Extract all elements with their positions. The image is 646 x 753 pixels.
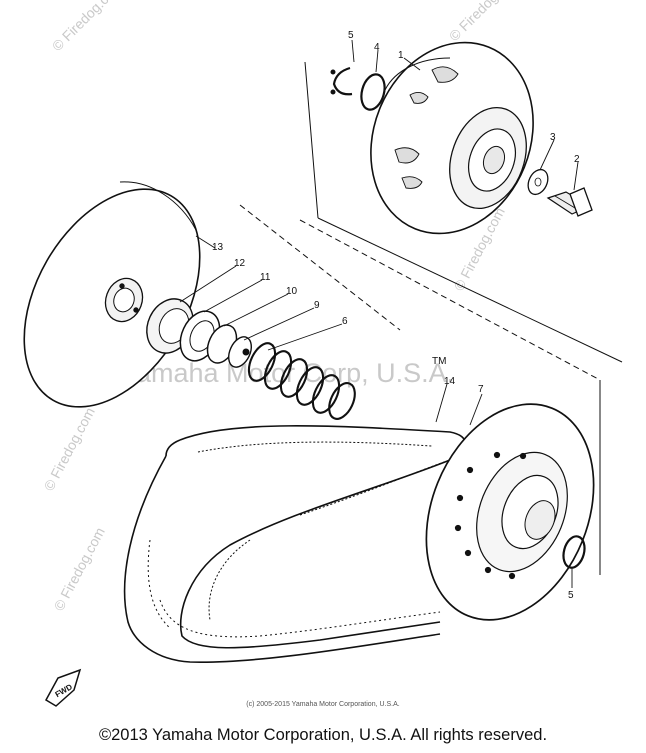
- callout-10: 10: [286, 286, 298, 297]
- movable-sheave-part-13: [23, 181, 201, 408]
- callout-7: 7: [478, 384, 484, 395]
- watermark-left-mid: © Firedog.com: [41, 405, 98, 494]
- circlip-part-5-bottom: [562, 535, 586, 569]
- drive-belt-part-14: [123, 425, 466, 663]
- callout-3: 3: [550, 132, 556, 143]
- small-copyright: (c) 2005-2015 Yamaha Motor Corporation, …: [246, 701, 400, 708]
- explode-lines: [239, 61, 623, 575]
- circlip-part-5-top: [330, 66, 353, 96]
- fixed-sheave-part-1: [370, 41, 534, 235]
- spring-part-8: [247, 342, 356, 420]
- circlip-part-4: [360, 73, 386, 111]
- callout-1: 1: [398, 50, 404, 61]
- callout-13: 13: [212, 242, 224, 253]
- watermark-top-right: © Firedog.com: [446, 0, 522, 44]
- main-copyright: ©2013 Yamaha Motor Corporation, U.S.A. A…: [98, 726, 548, 744]
- washer-part-3: [527, 168, 549, 196]
- callout-2: 2: [574, 154, 580, 165]
- trademark-label: TM: [432, 356, 446, 367]
- leader-lines: [179, 39, 579, 588]
- callout-5-top: 5: [348, 30, 354, 41]
- watermark-center: Yamaha Motor Corp, U.S.A.: [120, 358, 454, 388]
- callout-4: 4: [374, 42, 380, 53]
- callout-14: 14: [444, 376, 456, 387]
- spacer-part-9: [227, 336, 253, 368]
- callout-9: 9: [314, 300, 320, 311]
- callout-numbers: 1 2 3 4 5 5 6 7 9 10 11 12 13 14 TM: [212, 30, 580, 601]
- callout-12: 12: [234, 258, 246, 269]
- callout-11: 11: [260, 272, 271, 283]
- bolt-part-2: [546, 187, 593, 217]
- driven-pulley-part-7: [425, 403, 595, 621]
- watermark-left-low: © Firedog.com: [51, 525, 108, 614]
- fwd-arrow-icon: FWD: [44, 668, 82, 707]
- callout-6: 6: [342, 316, 348, 327]
- callout-5-bottom: 5: [568, 590, 574, 601]
- watermark-top-left: © Firedog.com: [49, 0, 125, 54]
